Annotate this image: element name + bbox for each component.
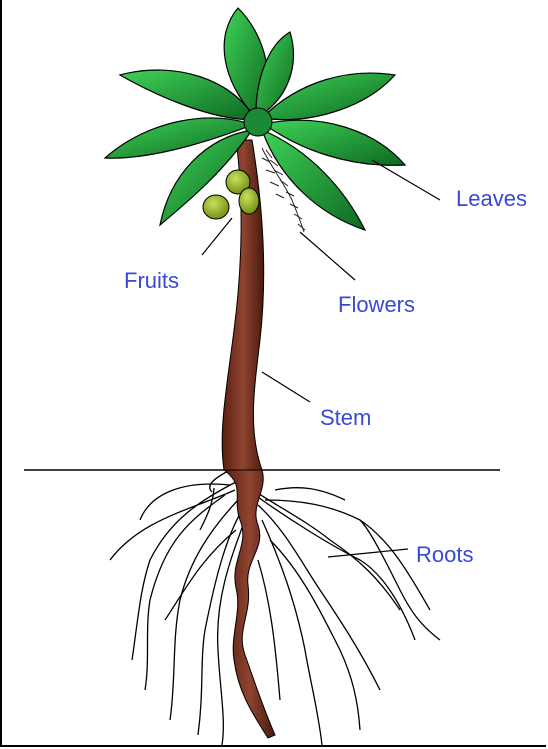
flowers-leader	[300, 232, 355, 280]
label-stem: Stem	[320, 405, 371, 430]
crown	[244, 108, 272, 136]
label-leaves: Leaves	[456, 186, 527, 211]
fruits-leader	[202, 218, 232, 255]
roots	[110, 470, 440, 745]
fruit	[203, 195, 229, 219]
leaves-leader	[372, 160, 440, 200]
stem-leader	[262, 372, 310, 402]
label-flowers: Flowers	[338, 292, 415, 317]
label-fruits: Fruits	[124, 268, 179, 293]
fruit	[239, 188, 259, 214]
label-roots: Roots	[416, 542, 473, 567]
taproot	[224, 470, 275, 738]
